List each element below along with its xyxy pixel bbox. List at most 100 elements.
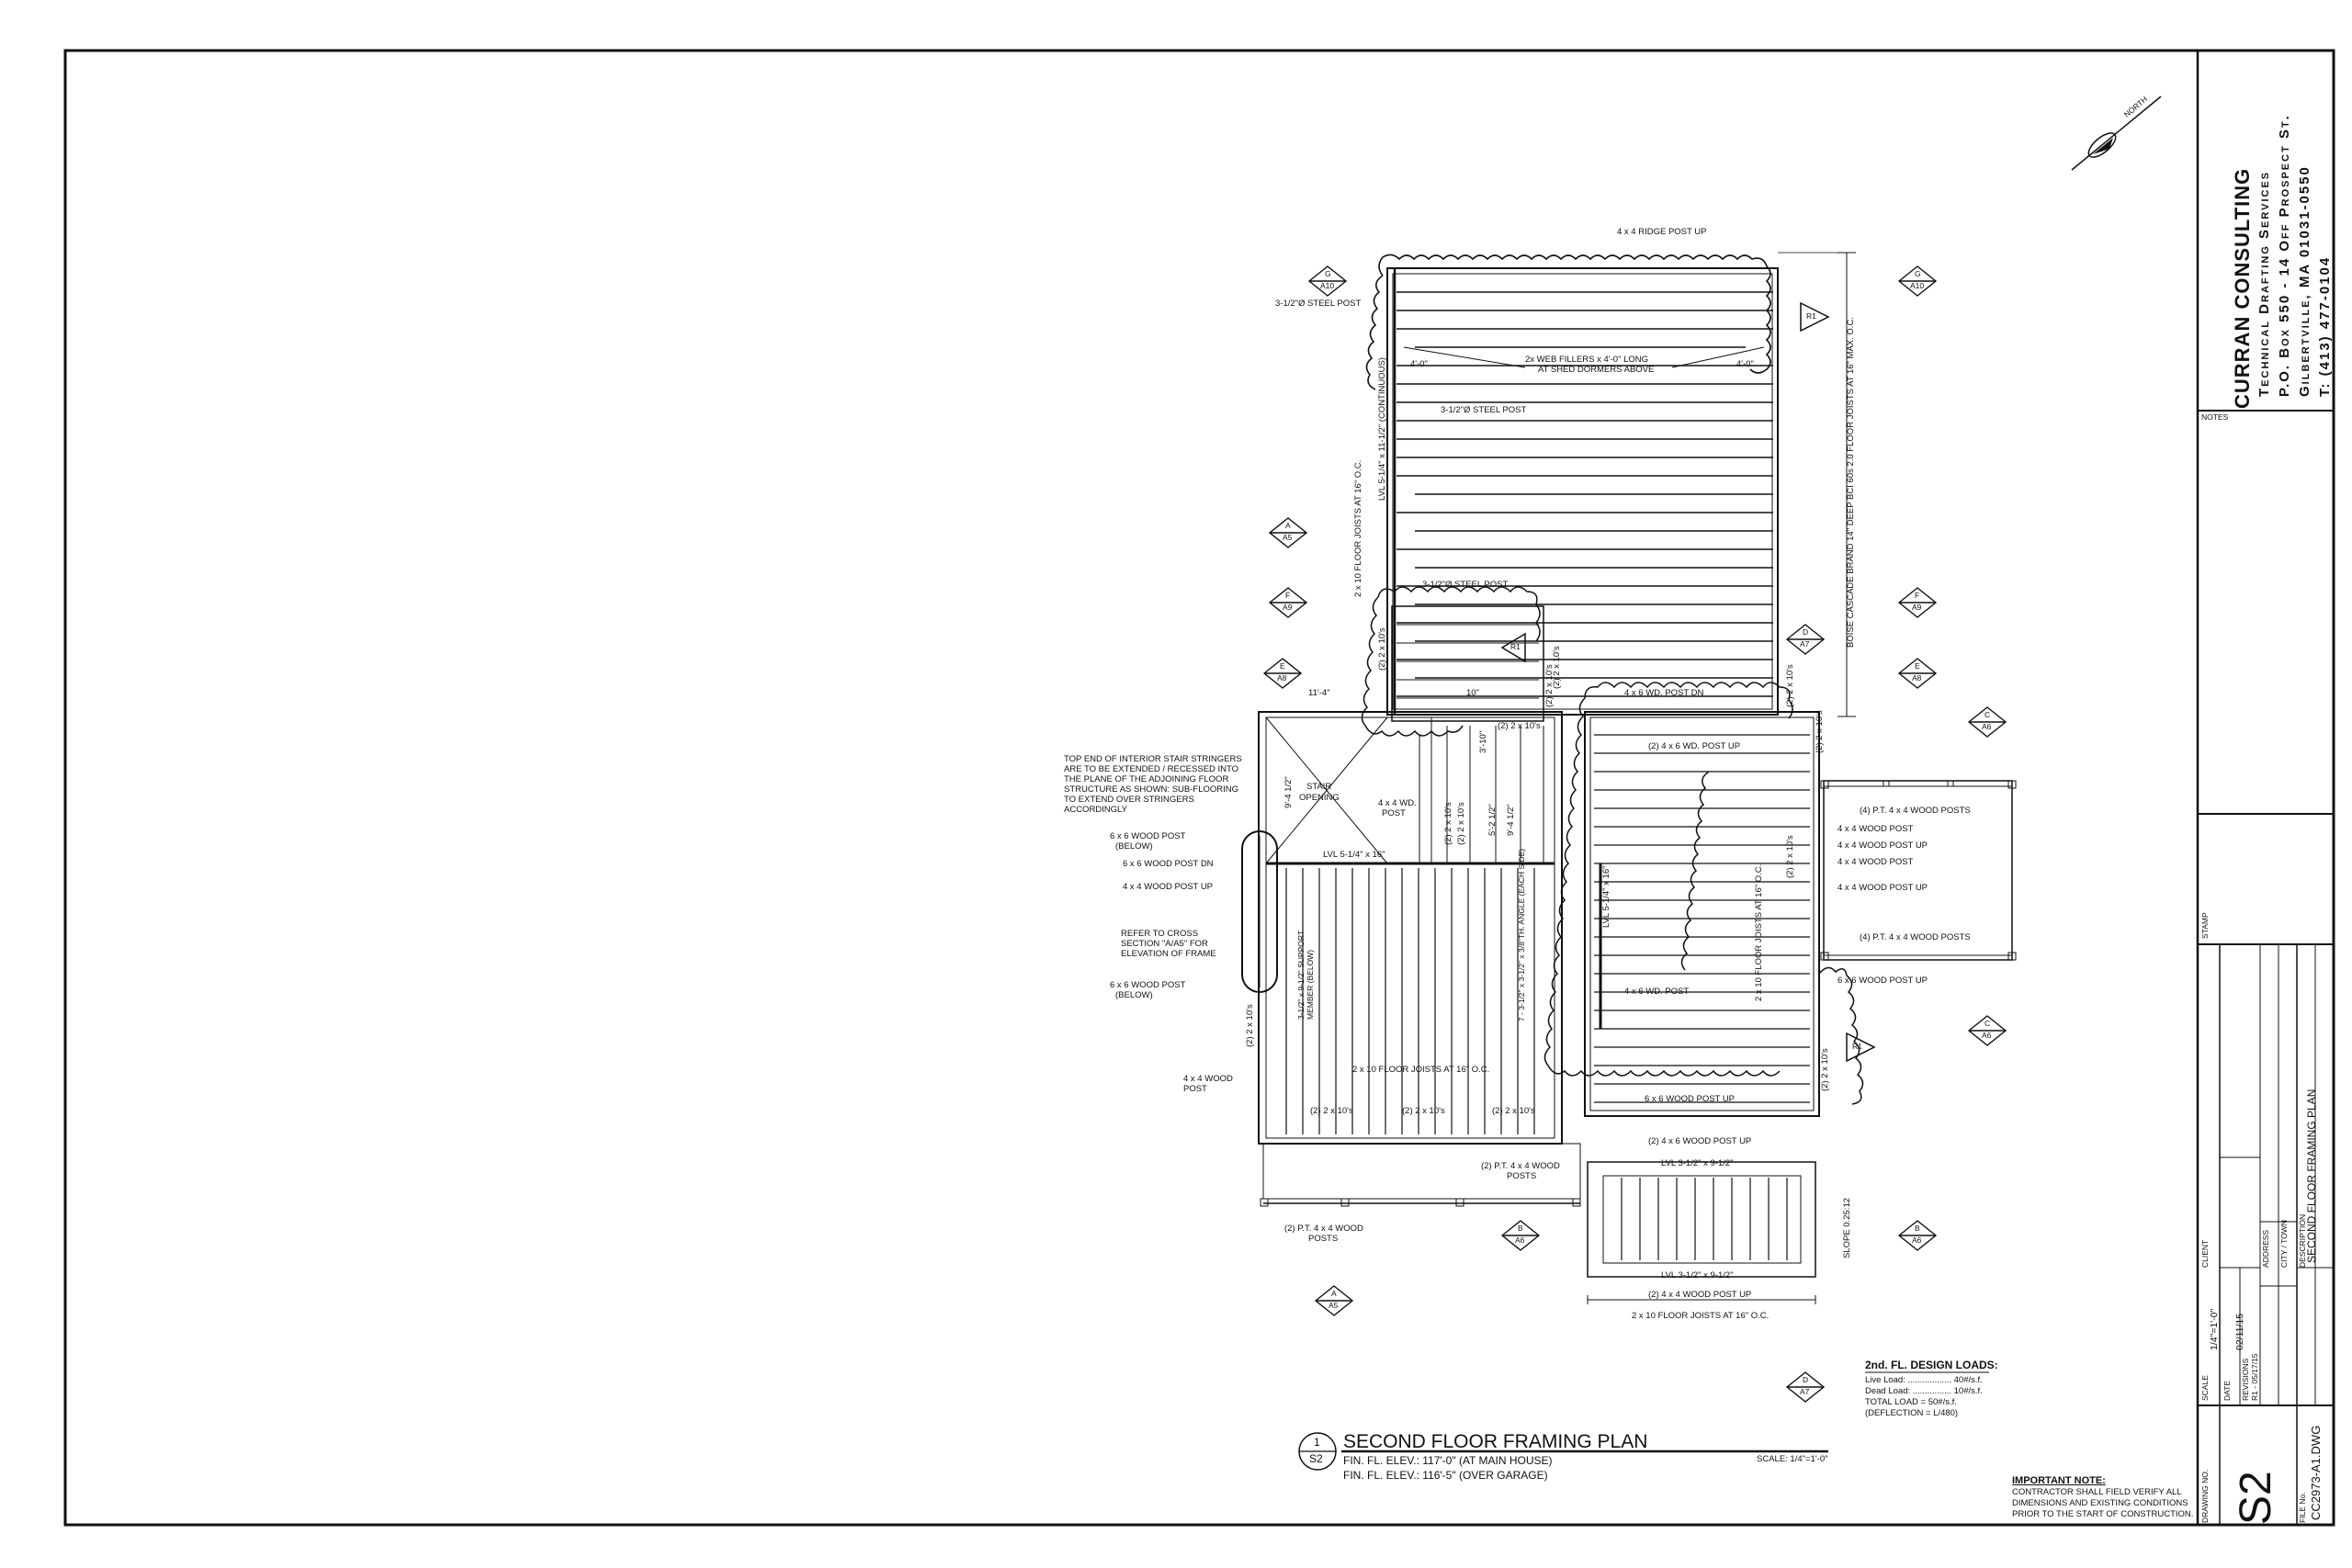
plan-title-sheet: S2 [1309, 1452, 1323, 1465]
marker-f-right-sheet: A9 [1912, 603, 1922, 612]
design-loads-live: Live Load: .................. 40#/s.f. [1865, 1375, 1983, 1385]
label-dim-5-2: 5'-2 1/2" [1487, 804, 1498, 836]
section-markers [1262, 265, 2007, 1403]
label-angle-note: 7 - 3-1/2" x 3-1/2" x 3/8"TH. ANGLE (EAC… [1517, 848, 1526, 1021]
company-line-2: P.O. Box 550 - 14 Off Prospect St. [2277, 114, 2292, 397]
plan-elev-2: FIN. FL. ELEV.: 116'-5" (OVER GARAGE) [1343, 1469, 1548, 1482]
note-stair-4: STRUCTURE AS SHOWN: SUB-FLOORING [1064, 784, 1239, 795]
label-wd-post-44-2: POST [1382, 808, 1406, 818]
label-web-fillers-2: AT SHED DORMERS ABOVE [1538, 365, 1655, 375]
marker-d-top-sheet: A7 [1800, 639, 1810, 649]
date-value: 02/11/15 [2234, 1313, 2245, 1350]
marker-f-left-sheet: A9 [1283, 603, 1293, 612]
revision-tag-r1-right [1846, 1032, 1876, 1063]
marker-a-bot-letter: A [1331, 1289, 1337, 1298]
label-dim-9-4: 9'-4 1/2" [1283, 776, 1294, 808]
address-label: ADDRESS [2261, 1229, 2270, 1268]
city-label: CITY / TOWN [2279, 1220, 2289, 1268]
label-2x10-v3: (2) 2 x 10's [1245, 1004, 1255, 1047]
label-lvl-16: LVL 5-1/4" x 16" [1323, 850, 1385, 860]
label-dim-10: 10" [1466, 688, 1479, 698]
label-lvl-16-v: LVL 5-1/4" x 16" [1601, 865, 1611, 928]
revision-tag-r1-right-text: R1 [1852, 1042, 1862, 1051]
label-2x10-d: (2) 2 x 10's [1552, 646, 1562, 689]
notes-label: NOTES [2201, 412, 2229, 422]
label-refer-2: SECTION "A/A5" FOR [1121, 939, 1208, 949]
label-post44-1: 4 x 4 WOOD [1183, 1074, 1233, 1084]
marker-g-left-letter: G [1325, 269, 1331, 278]
label-post46-up: (2) 4 x 6 WOOD POST UP [1648, 1136, 1752, 1146]
label-wd-post-dn: 4 x 6 WD. POST DN [1624, 688, 1704, 698]
label-2x10-e: (2) 2 x 10's [1498, 721, 1541, 731]
marker-a-bot-sheet: A5 [1329, 1301, 1339, 1310]
sheet-border [63, 49, 2335, 1527]
note-stair-5: TO EXTEND OVER STRINGERS [1064, 795, 1194, 805]
label-2x10-b3: (2) 2 x 10's [1492, 1106, 1535, 1116]
important-line-3: PRIOR TO THE START OF CONSTRUCTION. [2012, 1509, 2194, 1519]
client-label: CLIENT [2200, 1239, 2210, 1268]
scale-value: 1/4"=1'-0" [2209, 1308, 2220, 1350]
label-post66-below-1: 6 x 6 WOOD POST [1110, 831, 1186, 841]
label-post44-a: 4 x 4 WOOD POST [1838, 824, 1914, 834]
design-loads-title: 2nd. FL. DESIGN LOADS: [1865, 1359, 1998, 1371]
label-post44-b: 4 x 4 WOOD POST [1838, 857, 1914, 867]
label-post66-below2-1: 6 x 6 WOOD POST [1110, 980, 1186, 990]
label-post66-below2-2: (BELOW) [1115, 990, 1153, 1000]
label-2x10-c: (2) 2 x 10's [1785, 664, 1795, 707]
scale-label: SCALE [2200, 1375, 2210, 1401]
label-pt4-bot: (4) P.T. 4 x 4 WOOD POSTS [1860, 932, 1971, 942]
label-ridge-post: 4 x 4 RIDGE POST UP [1617, 227, 1707, 237]
marker-c-top-letter: C [1984, 710, 1991, 719]
label-2x10-b2: (2) 2 x 10's [1402, 1106, 1445, 1116]
label-lvl-95-bot: LVL 3-1/2" x 9-1/2" [1661, 1270, 1734, 1280]
label-refer-3: ELEVATION OF FRAME [1121, 949, 1216, 959]
left-section-frame [1241, 586, 1581, 1207]
plan-elev-1: FIN. FL. ELEV.: 117'-0" (AT MAIN HOUSE) [1343, 1454, 1553, 1467]
label-post66-dn: 6 x 6 WOOD POST DN [1123, 859, 1214, 869]
description-value: SECOND FLOOR FRAMING PLAN [2305, 1089, 2318, 1263]
marker-a-top-sheet: A5 [1283, 533, 1293, 542]
label-wd-post-44-1: 4 x 4 WD. [1378, 798, 1417, 808]
label-post66-below-2: (BELOW) [1115, 841, 1153, 852]
label-joists-mid: 2 x 10 FLOOR JOISTS AT 16" O.C. [1352, 1065, 1490, 1075]
company-name: Curran Consulting [2231, 167, 2254, 409]
main-house-frame [1365, 254, 1779, 716]
label-post44-up: 4 x 4 WOOD POST UP [1123, 882, 1214, 892]
label-2x10-r3: (2) 2 x 10's [1820, 1048, 1830, 1091]
label-steel-post-3: 3-1/2"Ø STEEL POST [1422, 580, 1509, 590]
label-2x10-a: (2) 2 x 10's [1377, 627, 1387, 671]
label-joists-bot: 2 x 10 FLOOR JOISTS AT 16" O.C. [1632, 1311, 1770, 1321]
plan-title-bubble [1298, 1432, 1828, 1471]
label-pt-posts-low-1: (2) P.T. 4 x 4 WOOD [1284, 1224, 1363, 1234]
marker-e-left-sheet: A8 [1277, 673, 1287, 682]
label-post44-up-bot: (2) 4 x 4 WOOD POST UP [1648, 1290, 1752, 1300]
file-no-label: FILE No. [2298, 1492, 2307, 1523]
drawing-no-label: DRAWING NO. [2200, 1469, 2210, 1523]
label-stair-1: STAIR [1306, 782, 1332, 792]
label-pt-posts-low-2: POSTS [1308, 1234, 1339, 1244]
label-steel-post-1: 3-1/2"Ø STEEL POST [1275, 299, 1362, 309]
label-dim-3-10: 3'-10" [1478, 730, 1488, 753]
marker-b-left-sheet: A6 [1515, 1235, 1525, 1245]
marker-g-left-sheet: A10 [1320, 281, 1335, 290]
right-section-frame [1544, 682, 2017, 1304]
important-title: IMPORTANT NOTE: [2012, 1475, 2106, 1486]
design-loads-dead: Dead Load: ................ 10#/s.f. [1865, 1386, 1983, 1396]
label-web-fillers-1: 2x WEB FILLERS x 4'-0" LONG [1525, 355, 1649, 365]
label-wd-post-46: 4 x 6 WD. POST [1624, 987, 1690, 997]
label-post44-up-b: 4 x 4 WOOD POST UP [1838, 883, 1928, 893]
upper-joists [1396, 291, 1773, 697]
important-line-2: DIMENSIONS AND EXISTING CONDITIONS [2012, 1498, 2188, 1508]
revision-tag-r1-top [1800, 301, 1830, 333]
note-stair-3: THE PLANE OF THE ADJOINING FLOOR [1064, 774, 1229, 784]
marker-g-right-sheet: A10 [1910, 281, 1925, 290]
note-stair-1: TOP END OF INTERIOR STAIR STRINGERS [1064, 754, 1242, 764]
label-joists-right: 2 x 10 FLOOR JOISTS AT 16" O.C. [1754, 863, 1764, 1001]
date-label: DATE [2222, 1380, 2232, 1401]
label-lvl-continuous: LVL 5-1/4" x 11-1/2" (CONTINUOUS) [1377, 357, 1387, 501]
important-line-1: CONTRACTOR SHALL FIELD VERIFY ALL [2012, 1487, 2182, 1497]
marker-f-right-letter: F [1915, 591, 1920, 600]
label-support-member: 3-1/2" x 9-1/2" SUPPORT MEMBER (BELOW) [1296, 931, 1315, 1020]
label-dim-11-4: 11'-4" [1308, 688, 1330, 698]
